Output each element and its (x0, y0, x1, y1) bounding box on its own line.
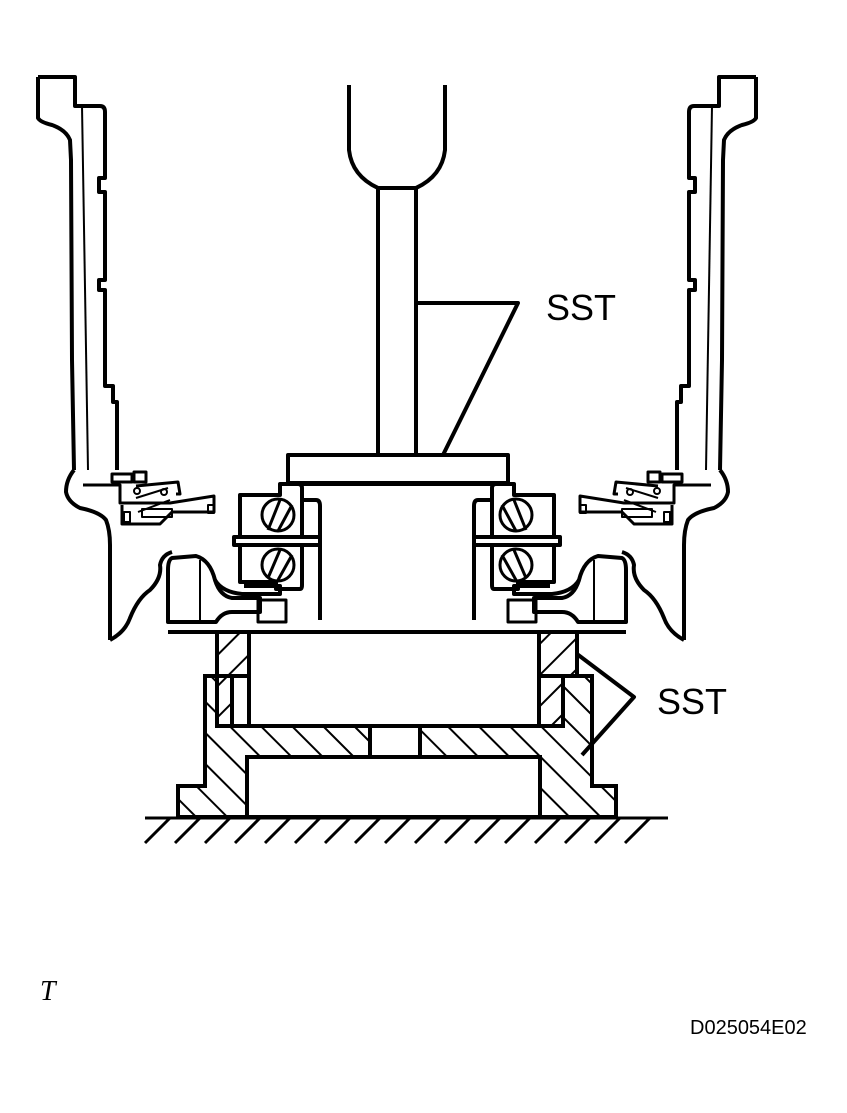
hub-housing-left (36, 75, 173, 642)
corner-mark: T (40, 976, 58, 1007)
oil-seal-left (83, 470, 216, 526)
sst-lower-leader (575, 652, 636, 757)
sst-lower-label: SST (657, 681, 727, 722)
bearing-right (472, 482, 562, 620)
hub-flange-right (506, 554, 628, 624)
oil-seal-right (578, 470, 711, 526)
sst-upper-label: SST (546, 287, 616, 328)
hub-flange-left (166, 554, 288, 624)
press-ram (347, 85, 447, 455)
support-sst (176, 630, 618, 819)
sst-upper-leader (416, 301, 520, 456)
figure-code: D025054E02 (690, 1017, 807, 1039)
bearing-left (232, 482, 322, 620)
hub-bore (168, 482, 626, 634)
press-table (143, 816, 668, 845)
hub-housing-right (621, 75, 758, 642)
bearing-driver-plate (286, 453, 510, 485)
